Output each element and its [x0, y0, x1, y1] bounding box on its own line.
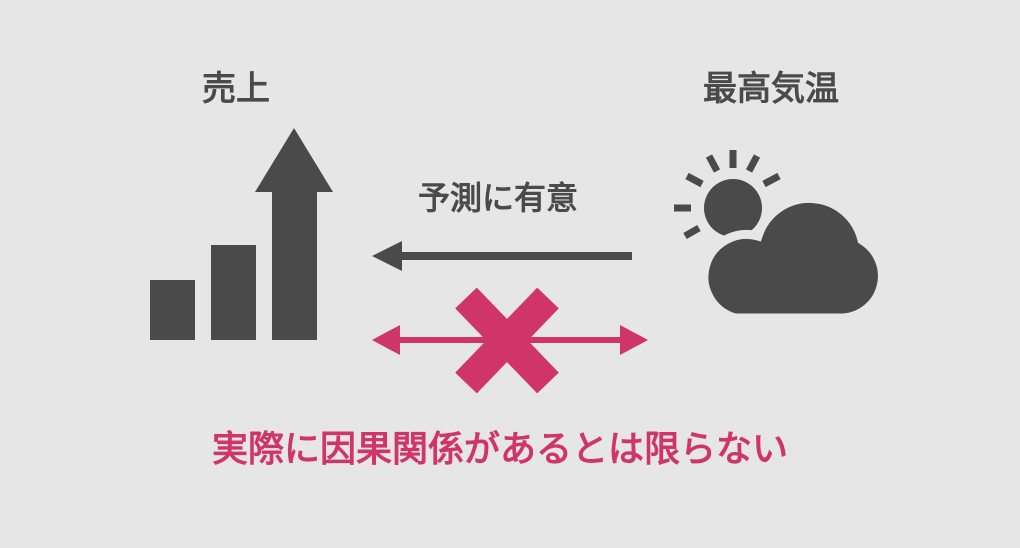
arrow-head [255, 128, 333, 192]
conclusion-label: 実際に因果関係があるとは限らない [212, 429, 789, 470]
bar-short [150, 280, 195, 340]
causation-arrow-head-right [620, 325, 648, 355]
sun-disc [704, 179, 762, 237]
cloud [699, 193, 887, 323]
cross-mark-icon [455, 287, 559, 394]
arrow-shaft [272, 190, 317, 340]
sun-behind-cloud-icon [674, 150, 887, 323]
left-arrow-icon [372, 241, 632, 271]
bar-medium [211, 245, 256, 340]
sales-label: 売上 [202, 69, 270, 109]
prediction-label: 予測に有意 [418, 179, 579, 217]
bar-chart-with-up-arrow-icon [150, 128, 333, 340]
sun-rays [674, 150, 781, 240]
temperature-label: 最高気温 [703, 69, 839, 109]
cross-stroke-2 [455, 287, 559, 394]
prediction-arrow-head [372, 241, 402, 271]
causation-arrow-head-left [372, 325, 400, 355]
prediction-arrow-shaft [392, 252, 632, 260]
